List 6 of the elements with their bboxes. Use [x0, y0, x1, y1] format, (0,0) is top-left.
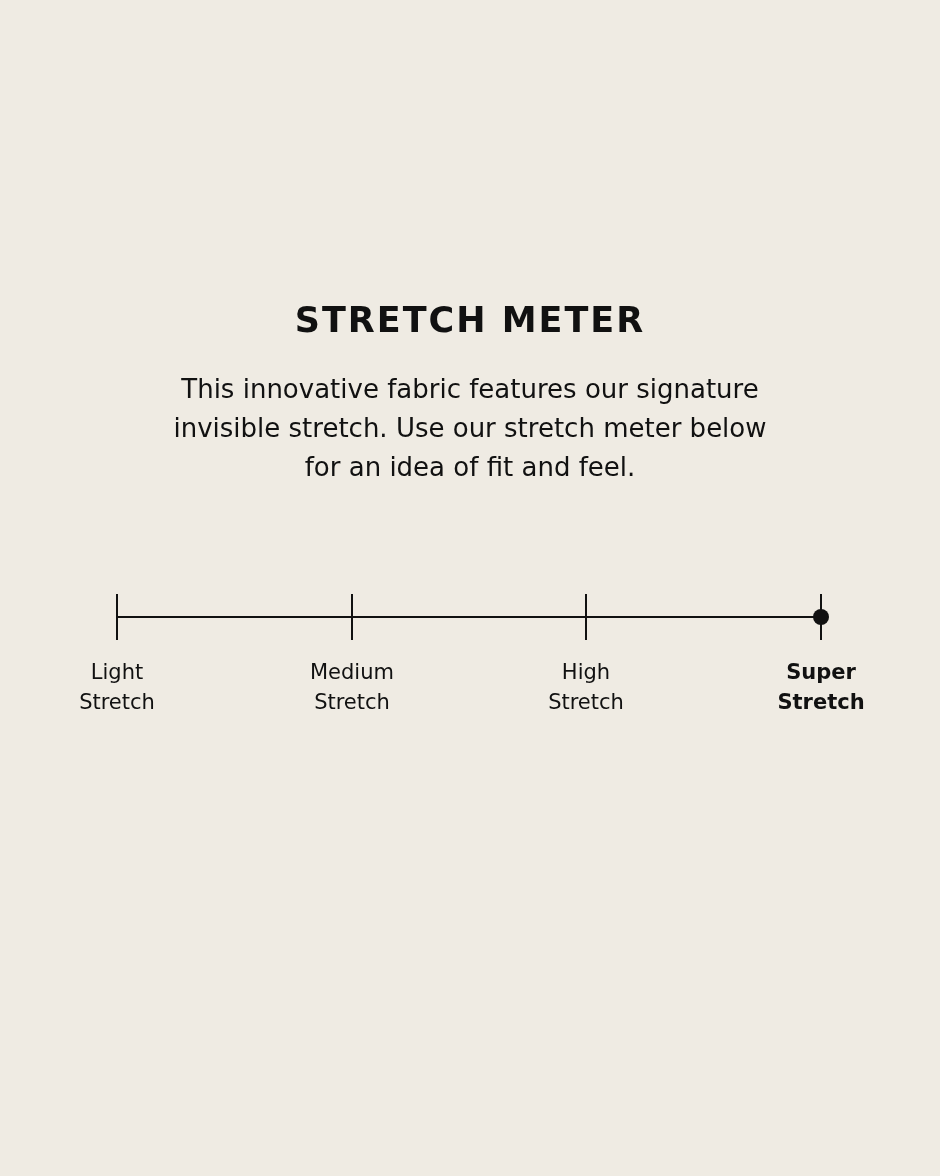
title: STRETCH METER [293, 300, 647, 340]
description: This innovative fabric features our signature invisible stretch. Use our stretch meter below for an idea of fit and feel. [172, 373, 768, 484]
scale-label: High Stretch [547, 659, 625, 716]
scale-label: Medium Stretch [309, 659, 395, 716]
scale-label: Super Stretch [776, 659, 866, 716]
scale-label: Light Stretch [78, 659, 156, 716]
